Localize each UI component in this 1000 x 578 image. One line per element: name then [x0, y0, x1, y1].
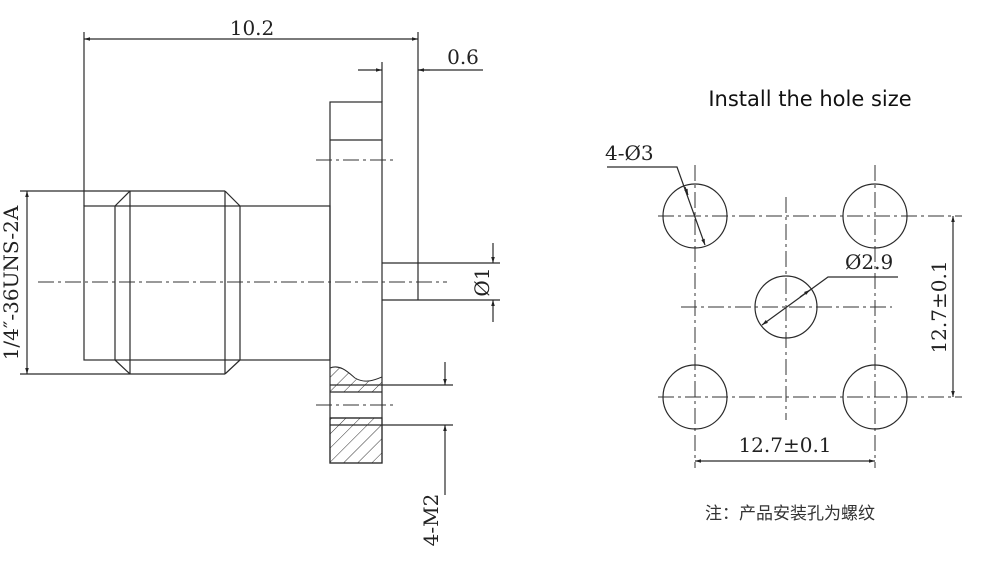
- mount-hole: [842, 183, 908, 249]
- flange-offset-dimension: 0.6: [358, 45, 483, 102]
- corner-hole-label: 4-Ø3: [605, 141, 654, 165]
- side-view: 10.2 0.6: [0, 16, 500, 546]
- horizontal-spacing-label: 12.7±0.1: [738, 433, 831, 457]
- center-hole: [754, 275, 818, 339]
- length-dimension: 10.2: [83, 16, 419, 300]
- length-dimension-label: 10.2: [230, 16, 275, 40]
- vertical-spacing-label: 12.7±0.1: [927, 260, 951, 353]
- hole-view-title: Install the hole size: [708, 87, 911, 111]
- thread-dimension: 1/4″-36UNS-2A: [0, 191, 29, 374]
- hole-view: Install the hole size 4-Ø3 Ø2.9 12.7±0.1…: [605, 87, 962, 524]
- install-note: 注：产品安装孔为螺纹: [705, 504, 875, 524]
- center-pin: Ø1: [382, 243, 500, 322]
- flange-offset-label: 0.6: [447, 45, 479, 69]
- flange: [316, 101, 453, 464]
- mount-hole: [662, 364, 728, 430]
- mount-thread-label: 4-M2: [419, 494, 443, 547]
- mount-hole: [842, 364, 908, 430]
- pin-diameter-label: Ø1: [470, 267, 494, 296]
- thread-dimension-label: 1/4″-36UNS-2A: [0, 205, 23, 360]
- mount-thread-dimension: 4-M2: [419, 362, 447, 547]
- mount-hole: [662, 183, 728, 249]
- center-hole-label: Ø2.9: [845, 250, 893, 274]
